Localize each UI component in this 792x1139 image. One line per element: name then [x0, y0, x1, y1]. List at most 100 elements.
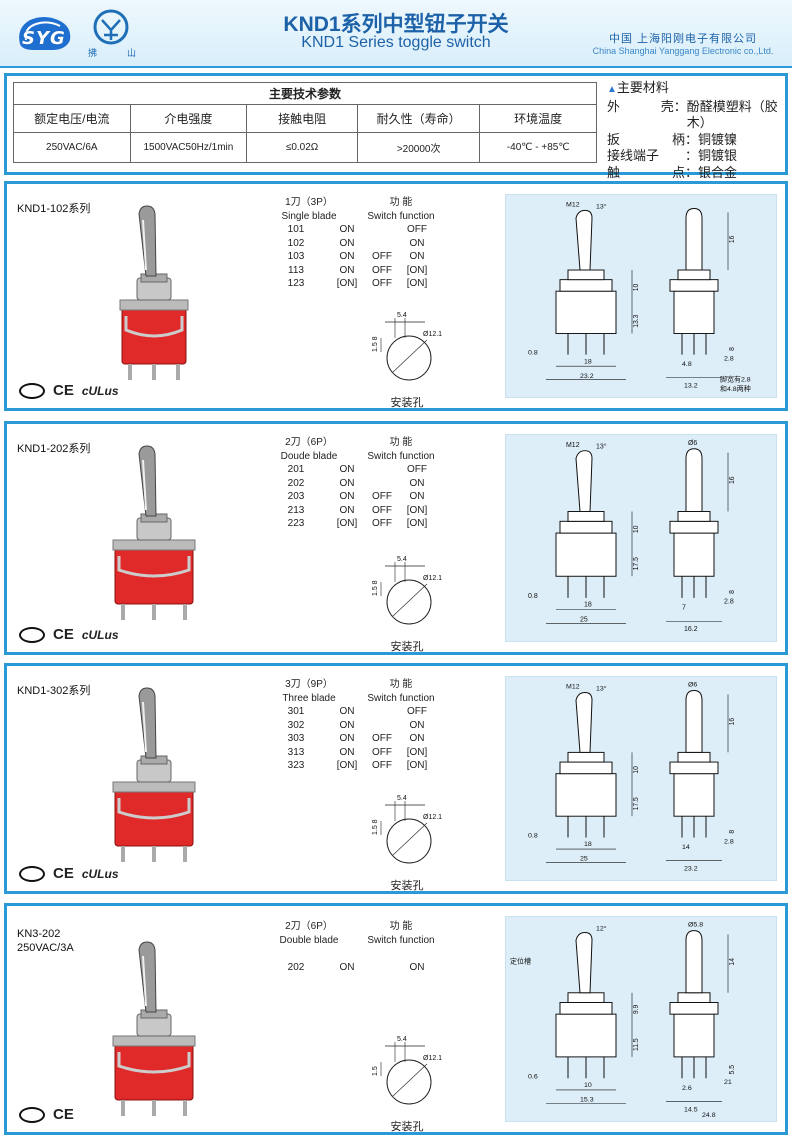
materials-title: 主要材料	[616, 80, 669, 95]
spec-value: -40℃ - +85℃	[479, 132, 597, 163]
section-title: KND1-202系列	[17, 443, 91, 455]
dim-d4: 5.5	[729, 1065, 736, 1075]
dim-d4: 8	[729, 347, 736, 351]
function-row: 123[ON]OFF[ON]	[287, 278, 428, 289]
blade-cn: 1刀（3P）	[285, 197, 333, 208]
dim-w2: 18	[584, 358, 592, 365]
spec-value: 250VAC/6A	[13, 132, 131, 163]
cert-mark: CE	[53, 865, 74, 882]
dim-w3: 25	[580, 616, 588, 623]
company-name-en: China Shanghai Yanggang Electronic co.,L…	[592, 46, 774, 56]
page-title-cn: KND1系列中型钮子开关	[283, 13, 509, 36]
blade-en: Double blade	[279, 934, 339, 946]
mounting-hole-diagram: 5.4 Ø12.1 1.5 8	[357, 308, 467, 398]
dim-angle: 13°	[596, 685, 607, 693]
function-row: 323[ON]OFF[ON]	[287, 760, 428, 771]
dim-w4: 7	[682, 605, 686, 612]
dim-note1: 脚宽有2.8	[720, 375, 751, 384]
dim-w4: 4.8	[682, 361, 692, 368]
func-cn: 功 能	[389, 921, 413, 932]
spec-header: 耐久性（寿命）	[356, 104, 481, 133]
dim-d2: 10	[633, 766, 640, 774]
company-name-cn: 中国 上海阳刚电子有限公司	[608, 33, 758, 45]
section-title: KND1-302系列	[17, 685, 91, 697]
hole-dim-w: 5.4	[397, 1036, 407, 1043]
mounting-hole-label: 安装孔	[390, 397, 424, 409]
mounting-hole-diagram: 5.4 Ø12.1 1.5 8	[357, 791, 467, 881]
dim-d1: 14	[729, 958, 736, 966]
spec-table: 主要技术参数 额定电压/电流 介电强度 接触电阻 耐久性（寿命） 环境温度 25…	[13, 82, 597, 163]
dim-w6: 2.8	[724, 356, 734, 363]
brand-name: SYG	[22, 28, 66, 49]
mounting-hole-diagram: 5.4 Ø12.1 1.5 8	[357, 552, 467, 642]
yanggang-logo-label: 拂 山	[88, 48, 136, 58]
hole-dim-w: 5.4	[397, 312, 407, 319]
spec-header: 接触电阻	[246, 104, 358, 133]
dim-w6: 2.8	[724, 838, 734, 845]
dim-w1: 0.8	[528, 350, 538, 357]
dim-w5: 13.2	[684, 382, 698, 389]
dim-d1: 16	[729, 718, 736, 726]
dim-w4: 2.6	[682, 1085, 692, 1092]
switch-photo-icon	[99, 678, 209, 883]
dim-w2: 18	[584, 841, 592, 848]
blade-en: Three blade	[282, 692, 336, 704]
func-en: Switch function	[367, 934, 435, 946]
dim-w6: 2.8	[724, 599, 734, 606]
material-row: 接线端子：铜镀银	[607, 148, 738, 163]
mounting-hole-label: 安装孔	[390, 1121, 424, 1133]
hole-dim-w: 5.4	[397, 556, 407, 563]
dim-dd: Ø6	[688, 682, 698, 689]
function-row: 223[ON]OFF[ON]	[287, 518, 428, 529]
hole-dim-h: 1.5 8	[372, 336, 379, 352]
mounting-hole-label: 安装孔	[390, 880, 424, 892]
material-row: 扳柄：铜镀镍	[607, 131, 738, 147]
dim-w4: 14	[682, 844, 690, 851]
switch-photo-icon	[99, 196, 209, 401]
hole-dim-w: 5.4	[397, 795, 407, 802]
dim-w5: 14.5	[684, 1106, 698, 1113]
dim-w7: 24.8	[702, 1112, 716, 1119]
func-en: Switch function	[367, 450, 435, 462]
dim-w6: 21	[724, 1079, 732, 1086]
func-cn: 功 能	[389, 197, 413, 208]
blade-cn: 3刀（9P）	[285, 679, 333, 690]
spec-header: 介电强度	[129, 104, 248, 133]
dim-dd: Ø5.8	[688, 922, 703, 929]
page-title-en: KND1 Series toggle switch	[301, 34, 491, 51]
section-subtitle: 250VAC/3A	[17, 942, 74, 954]
dim-w1: 0.8	[528, 593, 538, 600]
dim-d4: 8	[729, 830, 736, 834]
dim-d4: 8	[729, 590, 736, 594]
hole-dim-d: Ø12.1	[423, 814, 442, 821]
dim-w3: 25	[580, 856, 588, 863]
dim-note: 定位槽	[510, 957, 531, 966]
func-en: Switch function	[367, 210, 435, 222]
globe-cert-icon	[19, 865, 45, 882]
dim-d1: 16	[729, 476, 736, 484]
spec-value: 1500VAC50Hz/1min	[129, 132, 248, 163]
mounting-hole-label: 安装孔	[390, 641, 424, 653]
dim-d2: 10	[633, 525, 640, 533]
hole-dim-d: Ø12.1	[423, 575, 442, 582]
